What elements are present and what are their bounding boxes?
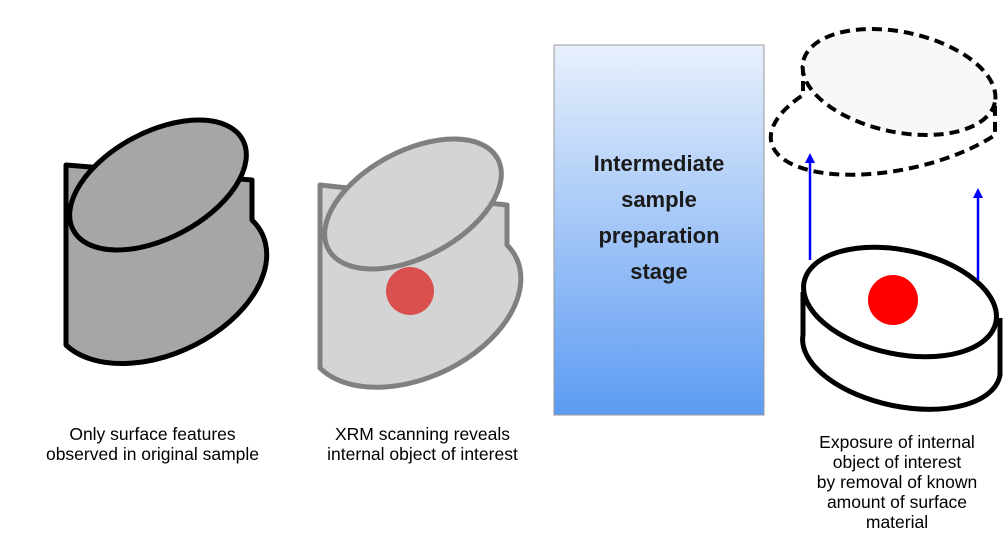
caption-line: observed in original sample	[45, 444, 260, 464]
stage-label-line: sample	[621, 187, 697, 212]
exposure-caption: Exposure of internal object of interest …	[787, 432, 1007, 532]
removed-material-top-outline	[800, 27, 998, 137]
removed-surface-material	[768, 27, 998, 177]
original-sample-cylinder	[63, 117, 270, 367]
caption-line: Only surface features	[69, 424, 236, 444]
caption-line: by removal of known	[816, 472, 978, 492]
caption-line: amount of surface	[826, 492, 968, 512]
original-sample-top-face	[67, 117, 249, 253]
caption-line: internal object of interest	[327, 444, 518, 464]
removed-material-side	[768, 65, 997, 177]
stage-label-line: Intermediate	[593, 151, 725, 176]
original-sample-caption: Only surface features observed in origin…	[10, 424, 295, 464]
caption-line: object of interest	[832, 452, 962, 472]
xrm-scan-cylinder	[317, 136, 524, 390]
internal-object-of-interest	[386, 267, 434, 315]
exposed-sample	[800, 244, 1003, 412]
intermediate-stage-box	[553, 44, 765, 416]
stage-label-line: stage	[630, 259, 688, 284]
exposed-object-of-interest	[868, 275, 918, 325]
intermediate-stage-label: Intermediate sample preparation stage	[554, 146, 764, 290]
xrm-scan-top-face	[322, 136, 504, 272]
caption-line: XRM scanning reveals	[334, 424, 511, 444]
stage-label-line: preparation	[598, 223, 720, 248]
caption-line: material	[865, 512, 929, 532]
caption-line: Exposure of internal	[819, 432, 975, 452]
xrm-scan-caption: XRM scanning reveals internal object of …	[290, 424, 555, 464]
